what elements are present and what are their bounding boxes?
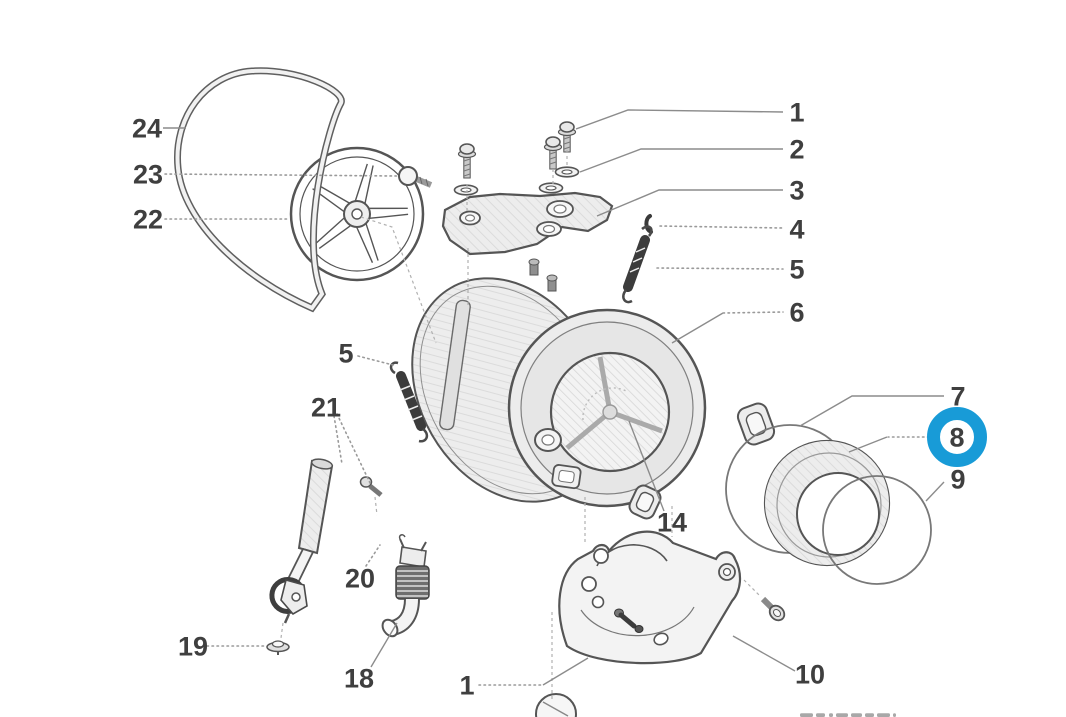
callout-7[interactable]: 7	[950, 381, 965, 411]
callout-23[interactable]: 23	[133, 159, 163, 189]
callout-18[interactable]: 18	[344, 663, 374, 693]
washer	[538, 182, 564, 194]
suspension-spring-right	[622, 225, 653, 304]
suspension-spring-left	[389, 361, 429, 443]
callout-9[interactable]: 9	[950, 464, 965, 494]
callout-14[interactable]: 14	[657, 507, 687, 537]
callout-1-bottom[interactable]: 1	[459, 670, 474, 700]
callout-22[interactable]: 22	[133, 204, 163, 234]
pivot-bolt	[359, 476, 383, 497]
callout-1-top[interactable]: 1	[789, 97, 804, 127]
callout-4[interactable]: 4	[789, 214, 804, 244]
callout-21[interactable]: 21	[311, 392, 341, 422]
drive-belt-part	[173, 67, 345, 313]
pulley-wheel-part	[289, 146, 425, 282]
callout-10[interactable]: 10	[795, 659, 825, 689]
washer	[453, 184, 479, 196]
callout-3[interactable]: 3	[789, 175, 804, 205]
support-bracket-part	[558, 530, 786, 665]
tub-assembly-part	[411, 258, 776, 520]
screw	[557, 121, 577, 153]
selected-part-highlight[interactable]	[927, 407, 987, 467]
callout-5-right[interactable]: 5	[789, 254, 804, 284]
bracket-screw	[266, 640, 290, 655]
callout-24[interactable]: 24	[132, 113, 162, 143]
screws-and-washers	[453, 121, 580, 196]
callout-6[interactable]: 6	[789, 297, 804, 327]
door-gasket-part	[763, 439, 891, 567]
mounting-bracket-part	[441, 191, 614, 256]
callout-2[interactable]: 2	[789, 134, 804, 164]
leader-lines	[163, 109, 945, 686]
outer-seal-ring-part	[822, 475, 932, 585]
shock-absorber-part	[266, 458, 383, 655]
pulley-bolt-part	[398, 166, 433, 188]
callout-8-selected[interactable]: 8	[949, 422, 964, 452]
cropped-bottom-part	[535, 693, 577, 717]
callout-20[interactable]: 20	[345, 563, 375, 593]
clipped-text-fragment	[800, 713, 896, 717]
assembly-axis-lines	[280, 150, 762, 699]
retaining-pin-part	[644, 214, 653, 234]
screw	[457, 143, 477, 179]
washer	[554, 166, 580, 178]
callout-5-left[interactable]: 5	[338, 338, 353, 368]
callout-19[interactable]: 19	[178, 631, 208, 661]
bellows-hose-part	[381, 534, 430, 638]
screw	[543, 136, 563, 170]
